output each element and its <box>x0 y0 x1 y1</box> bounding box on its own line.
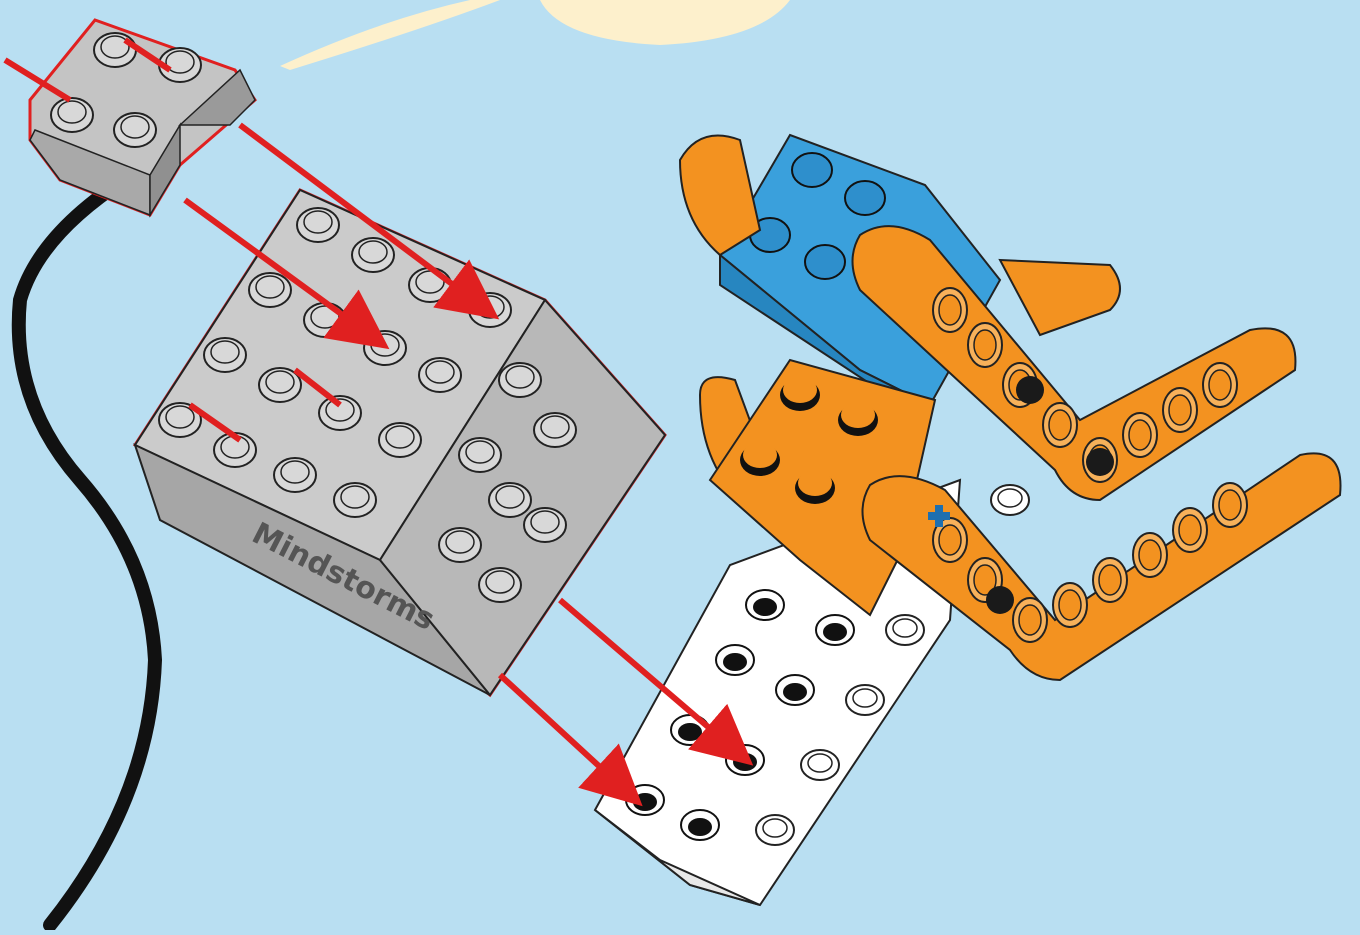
friction-pin-icon <box>986 586 1014 614</box>
sensor-plug-brick-icon <box>28 18 257 218</box>
arrow-line <box>123 37 172 73</box>
angled-beam-upper-icon <box>851 225 1297 502</box>
cable <box>11 163 163 932</box>
friction-pin-icon <box>1016 376 1044 404</box>
assembly-arrows <box>3 37 754 807</box>
arrow-line <box>188 402 242 443</box>
arrow-to-white-brick <box>558 597 754 766</box>
axle-pin-icon <box>928 505 950 527</box>
sun-icon <box>280 0 790 70</box>
orange-2x2-brick-icon <box>708 358 937 617</box>
angled-beam-icon <box>998 258 1121 337</box>
friction-pin-icon <box>1086 448 1114 476</box>
arrow-line <box>3 57 72 103</box>
arrow-to-hub <box>183 197 390 350</box>
angled-beam-lower-icon <box>861 452 1342 682</box>
arrow-to-hub <box>238 122 500 320</box>
arrow-line <box>293 367 342 408</box>
arrow-to-white-brick <box>497 672 643 807</box>
